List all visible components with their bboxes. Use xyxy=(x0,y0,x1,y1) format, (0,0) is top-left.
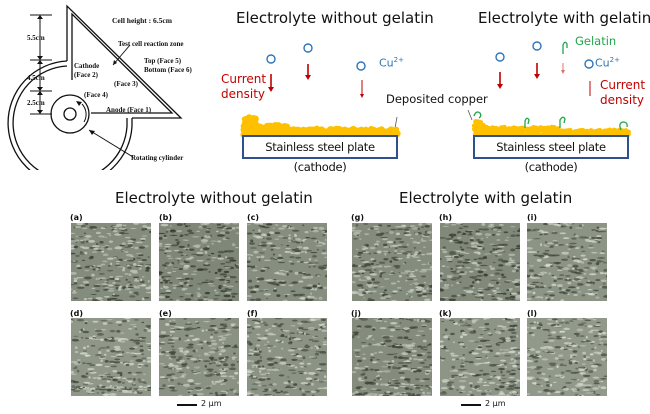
gelatin-label: Gelatin xyxy=(575,34,617,48)
panel-label-c: (c) xyxy=(247,213,260,222)
cu-ion-label: Cu2+ xyxy=(595,56,620,70)
cathode-face-label: (Face 2) xyxy=(74,71,98,79)
panel-label-h: (h) xyxy=(439,213,453,222)
copper-particle xyxy=(393,126,400,133)
cu-ion xyxy=(303,43,313,53)
cu-ion xyxy=(495,52,505,62)
sem-image-e xyxy=(159,318,239,396)
gelatin-molecule xyxy=(473,111,482,119)
bottom-face-label: Bottom (Face 6) xyxy=(144,66,192,74)
gelatin-molecule xyxy=(562,41,568,54)
dimension-4-5cm: 4.5cm xyxy=(27,74,45,82)
current-density-label: Current density xyxy=(600,78,645,108)
deposit-pointer xyxy=(394,116,398,129)
cell-height-label: Cell height : 6.5cm xyxy=(112,16,172,25)
rotating-cylinder-label: Rotating cylinder xyxy=(131,154,184,162)
sem-image-b xyxy=(159,223,239,301)
current-arrow xyxy=(534,63,540,79)
gelatin-molecule xyxy=(524,117,530,128)
anode-label: Anode (Face 1) xyxy=(106,106,152,114)
sem-image-g xyxy=(352,223,432,301)
gelatin-molecule xyxy=(619,121,628,131)
cu-ion xyxy=(266,54,276,64)
reaction-zone-label: Test cell reaction zone xyxy=(118,40,184,48)
copper-particle xyxy=(320,127,327,134)
cathode-plate-with: Stainless steel plate (cathode) xyxy=(473,135,629,174)
current-density-line2: density xyxy=(600,93,644,107)
panel-label-i: (i) xyxy=(527,213,538,222)
panel-label-d: (d) xyxy=(70,309,84,318)
cell-geometry xyxy=(7,4,183,170)
copper-particle xyxy=(625,129,631,135)
panel-label-b: (b) xyxy=(159,213,173,222)
cathode-plate-without: Stainless steel plate (cathode) xyxy=(242,135,398,174)
copper-particle xyxy=(545,125,550,130)
schematic-without-title: Electrolyte without gelatin xyxy=(236,9,434,27)
current-arrow xyxy=(497,72,503,89)
panel-label-k: (k) xyxy=(439,309,452,318)
cathode-label-line: Cathode xyxy=(74,62,100,70)
panel-label-f: (f) xyxy=(247,309,258,318)
dimension-2-5cm: 2.5cm xyxy=(27,99,45,107)
cathode-label: Cathode (Face 2) xyxy=(74,62,99,80)
panel-label-l: (l) xyxy=(527,309,538,318)
current-arrow xyxy=(561,63,565,74)
current-density-line2: density xyxy=(221,87,265,101)
sem-image-j xyxy=(352,318,432,396)
current-density-line1: Current xyxy=(221,72,267,86)
scale-bar xyxy=(461,404,481,406)
copper-particle xyxy=(252,115,259,123)
sem-image-d xyxy=(71,318,151,396)
copper-particle xyxy=(358,126,365,133)
cu-ion xyxy=(532,41,542,51)
panel-label-g: (g) xyxy=(351,213,365,222)
sem-without-title: Electrolyte without gelatin xyxy=(115,189,313,207)
panel-label-j: (j) xyxy=(351,309,362,318)
sem-image-h xyxy=(440,223,520,301)
current-arrow xyxy=(305,64,311,80)
cu-ion xyxy=(356,61,366,71)
panel-label-e: (e) xyxy=(159,309,172,318)
gelatin-molecule xyxy=(559,116,566,128)
cu-charge: 2+ xyxy=(609,56,620,64)
current-density-line1: Current xyxy=(600,78,646,92)
deposit-pointer xyxy=(467,109,473,121)
cu-ion xyxy=(584,59,594,69)
current-arrow xyxy=(360,80,364,98)
copper-particle xyxy=(569,129,574,134)
sem-image-c xyxy=(247,223,327,301)
copper-particle xyxy=(479,120,484,125)
top-bottom-label: Top (Face 5) Bottom (Face 6) xyxy=(144,57,192,75)
current-density-label: Current density xyxy=(221,72,266,102)
face3-label: (Face 3) xyxy=(114,80,138,88)
cu-ion-label: Cu2+ xyxy=(379,56,404,70)
dimension-5-5cm: 5.5cm xyxy=(27,34,45,42)
current-arrow xyxy=(268,74,274,92)
cu-charge: 2+ xyxy=(393,56,404,64)
sem-image-a xyxy=(71,223,151,301)
scale-bar xyxy=(177,404,197,406)
copper-particle xyxy=(534,125,540,131)
sem-image-k xyxy=(440,318,520,396)
sem-image-l xyxy=(527,318,607,396)
top-face-label: Top (Face 5) xyxy=(144,57,182,65)
sem-with-title: Electrolyte with gelatin xyxy=(399,189,573,207)
cu-symbol: Cu xyxy=(379,56,394,70)
deposited-copper-label: Deposited copper xyxy=(386,92,488,106)
cu-symbol: Cu xyxy=(595,56,610,70)
schematic-with-title: Electrolyte with gelatin xyxy=(478,9,650,27)
scale-bar-label: 2 µm xyxy=(485,399,506,408)
sem-image-i xyxy=(527,223,607,301)
sem-image-f xyxy=(247,318,327,396)
panel-label-a: (a) xyxy=(70,213,83,222)
copper-particle xyxy=(300,126,307,133)
face4-label: (Face 4) xyxy=(84,91,108,99)
scale-bar-label: 2 µm xyxy=(201,399,222,408)
